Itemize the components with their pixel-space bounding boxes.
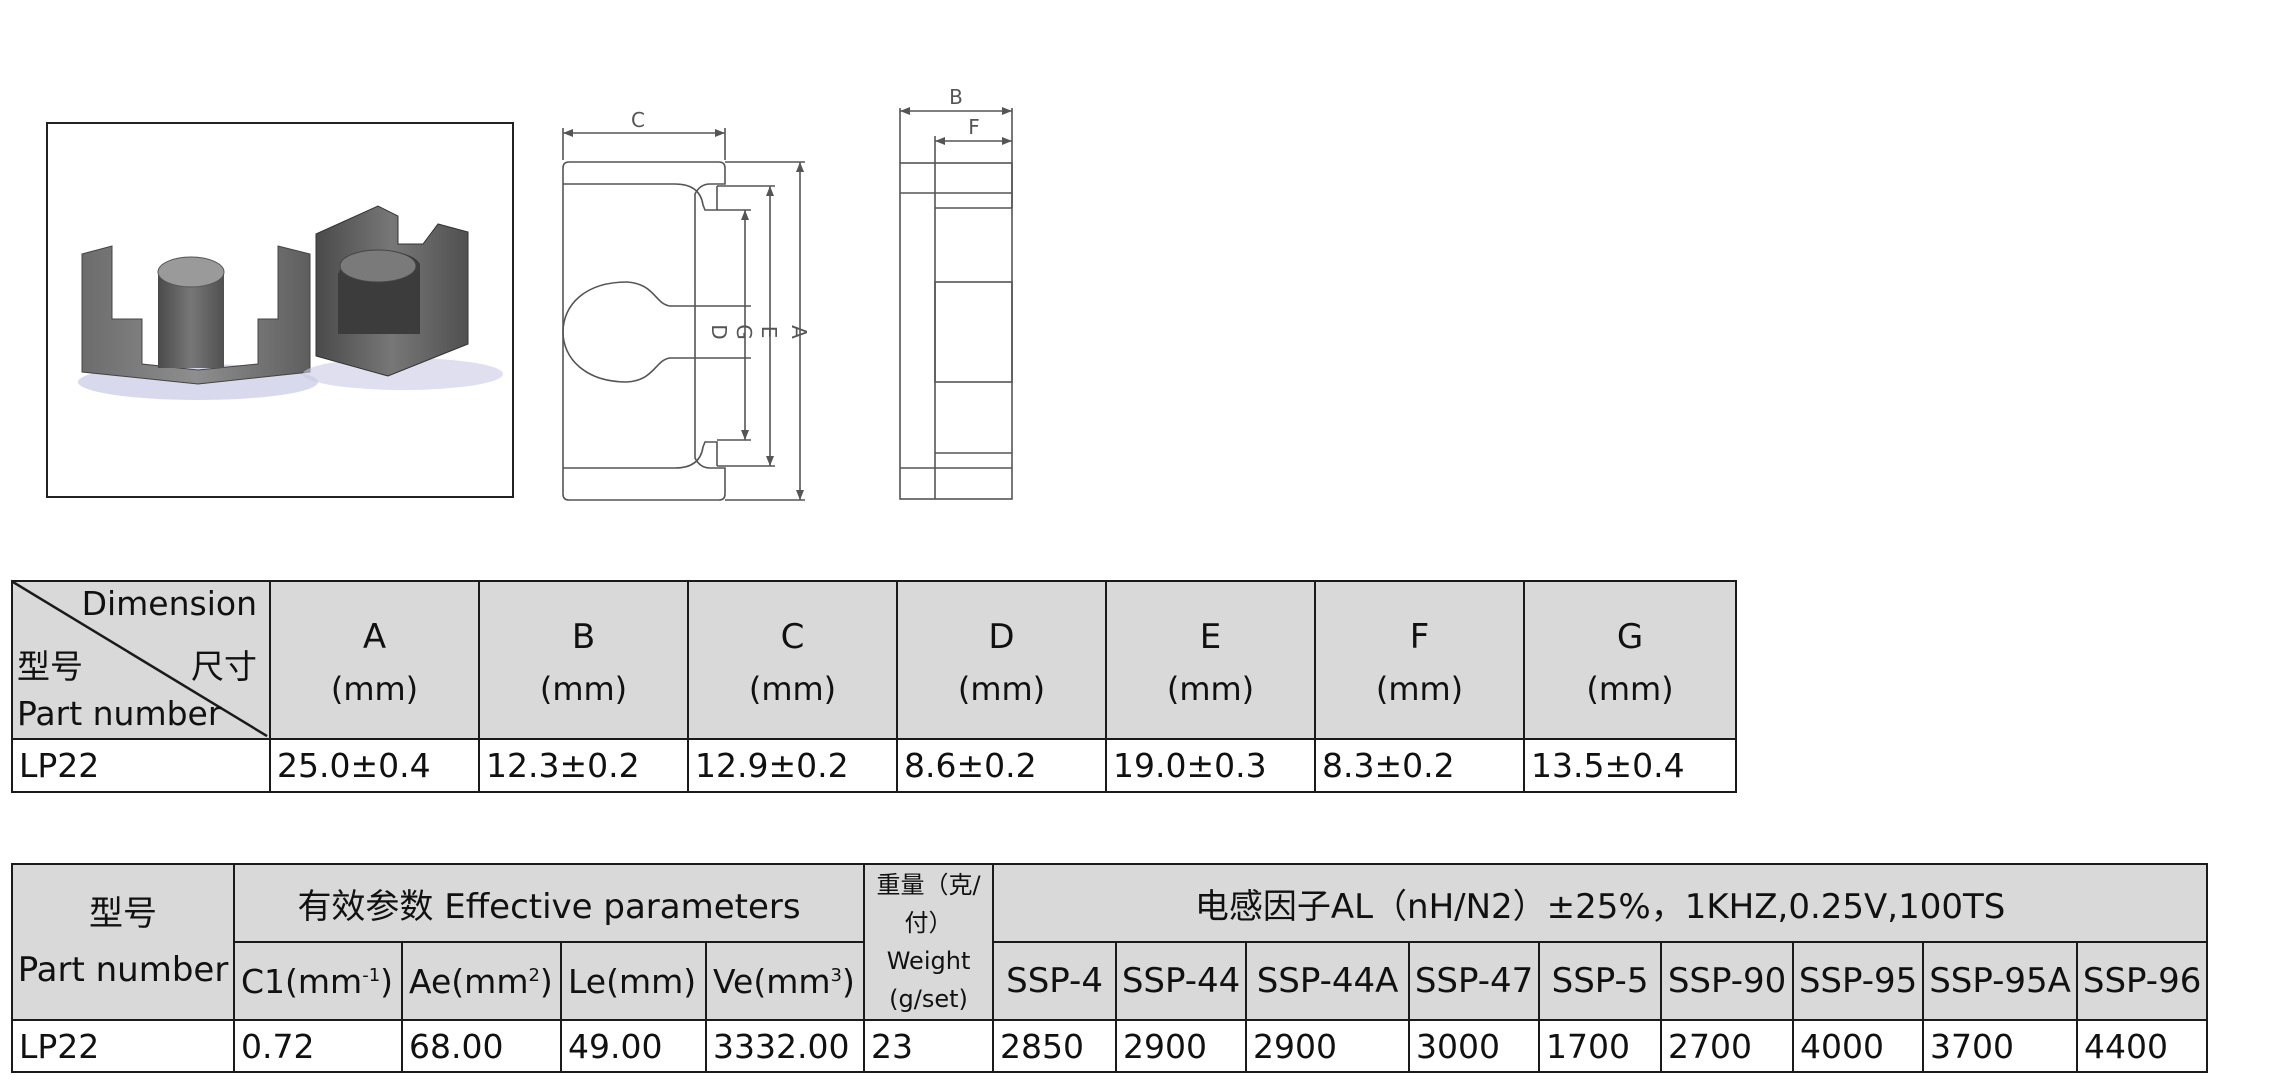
material-ssp-96: SSP-96 [2076, 941, 2209, 1021]
dim-value-f: 8.3±0.2 [1314, 738, 1525, 793]
material-ssp-47: SSP-47 [1408, 941, 1541, 1021]
col-head-a: A(mm) [269, 580, 480, 740]
label-b: B [949, 85, 963, 109]
material-ssp-95: SSP-95 [1792, 941, 1925, 1021]
c1-header: C1(mm-1) [233, 941, 403, 1021]
al-value-ssp-95: 4000 [1792, 1019, 1925, 1073]
c1-value: 0.72 [233, 1019, 403, 1073]
material-ssp-95a: SSP-95A [1922, 941, 2079, 1021]
effective-parameters-header: 有效参数 Effective parameters [232, 863, 866, 943]
al-value-ssp-96: 4400 [2076, 1019, 2209, 1073]
core-photo-graphic [78, 205, 503, 400]
al-value-ssp-44a: 2900 [1245, 1019, 1411, 1073]
param-part-header: 型号 Part number [11, 863, 235, 1021]
dim-value-g: 13.5±0.4 [1523, 738, 1737, 793]
side-view-drawing: B F [899, 85, 1013, 500]
dimension-table: Dimension 型号 尺寸 Part number A(mm) B(mm) … [11, 580, 1737, 793]
dimension-corner-cell: Dimension 型号 尺寸 Part number [11, 580, 271, 740]
al-value-ssp-5: 1700 [1538, 1019, 1663, 1073]
front-view-drawing: C D G E A [562, 108, 811, 501]
ve-header: Ve(mm3) [704, 941, 866, 1021]
col-head-f: F(mm) [1314, 580, 1525, 740]
label-a: A [787, 325, 811, 339]
dim-value-c: 12.9±0.2 [687, 738, 898, 793]
corner-model-cn: 型号 [17, 647, 83, 686]
corner-dimension: Dimension [81, 584, 257, 623]
parameter-table: 型号 Part number 有效参数 Effective parameters… [11, 863, 2209, 1073]
label-c: C [631, 108, 645, 132]
material-ssp-44: SSP-44 [1115, 941, 1248, 1021]
dim-value-d: 8.6±0.2 [896, 738, 1107, 793]
weight-header: 重量（克/ 付） Weight (g/set) [863, 863, 995, 1021]
label-f: F [968, 115, 980, 139]
label-g: G [732, 324, 756, 340]
material-ssp-90: SSP-90 [1660, 941, 1795, 1021]
material-ssp-44a: SSP-44A [1245, 941, 1411, 1021]
dim-value-a: 25.0±0.4 [269, 738, 480, 793]
weight-value: 23 [863, 1019, 995, 1073]
ve-value: 3332.00 [704, 1019, 866, 1073]
table-row: LP22 25.0±0.4 12.3±0.2 12.9±0.2 8.6±0.2 … [11, 738, 1737, 793]
dim-part-cell: LP22 [11, 738, 271, 793]
al-value-ssp-95a: 3700 [1922, 1019, 2079, 1073]
param-part-cell: LP22 [11, 1019, 235, 1073]
product-photo [46, 122, 514, 498]
le-header: Le(mm) [560, 941, 707, 1021]
col-head-b: B(mm) [478, 580, 689, 740]
table-row: LP22 0.72 68.00 49.00 3332.00 23 2850 29… [11, 1019, 2209, 1073]
material-ssp-5: SSP-5 [1538, 941, 1663, 1021]
ae-value: 68.00 [401, 1019, 562, 1073]
le-value: 49.00 [560, 1019, 707, 1073]
al-value-ssp-90: 2700 [1660, 1019, 1795, 1073]
ae-header: Ae(mm2) [401, 941, 562, 1021]
dim-value-e: 19.0±0.3 [1105, 738, 1316, 793]
al-value-ssp-44: 2900 [1115, 1019, 1248, 1073]
col-head-c: C(mm) [687, 580, 898, 740]
label-d: D [707, 324, 731, 339]
al-value-ssp-47: 3000 [1408, 1019, 1541, 1073]
col-head-g: G(mm) [1523, 580, 1737, 740]
corner-size-cn: 尺寸 [191, 647, 257, 686]
corner-part-number: Part number [17, 694, 222, 733]
dim-value-b: 12.3±0.2 [478, 738, 689, 793]
corner-diagonal [14, 583, 268, 737]
material-ssp-4: SSP-4 [992, 941, 1118, 1021]
al-value-ssp-4: 2850 [992, 1019, 1118, 1073]
al-header: 电感因子AL（nH/N2）±25%，1KHZ,0.25V,100TS [992, 863, 2209, 943]
label-e: E [757, 326, 781, 339]
col-head-e: E(mm) [1105, 580, 1316, 740]
col-head-d: D(mm) [896, 580, 1107, 740]
